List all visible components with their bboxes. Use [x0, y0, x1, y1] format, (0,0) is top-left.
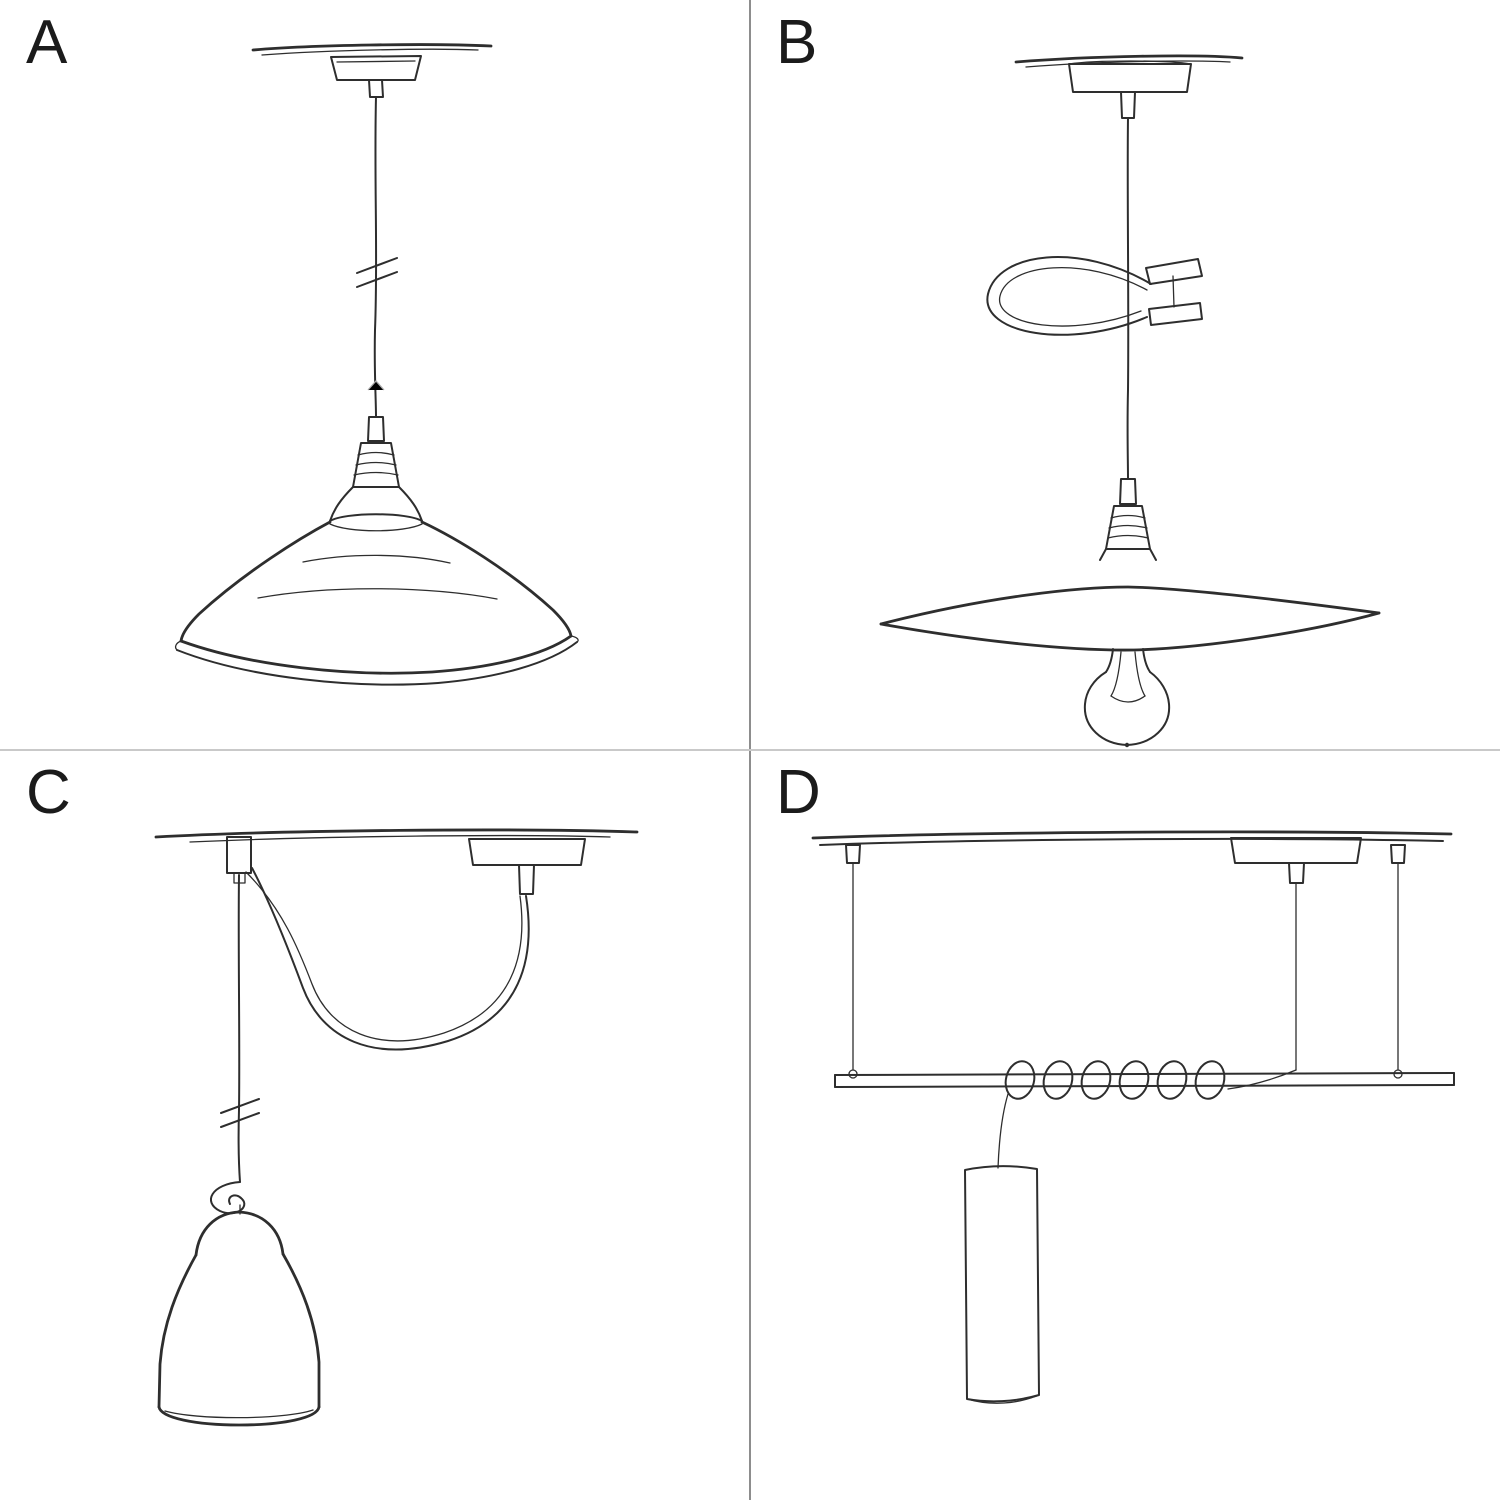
lamp-holder	[1099, 478, 1157, 561]
coiled-cable	[997, 1060, 1297, 1169]
panel-c-label: C	[26, 758, 72, 827]
pendant-cable	[1126, 117, 1130, 480]
pendant-cable	[220, 874, 260, 1183]
panel-a: A	[0, 0, 750, 750]
right-suspension-wire	[1390, 844, 1406, 1079]
bell-shade	[157, 1210, 321, 1427]
ceiling-canopy	[1230, 837, 1362, 1071]
swag-cable	[245, 867, 530, 1051]
pendant-with-bowl-shade-sketch	[174, 43, 579, 686]
ceiling-line	[251, 43, 493, 56]
swag-pendant-with-bell-shade-and-knot-sketch	[154, 828, 639, 1427]
clothespin-cable-loop	[986, 256, 1203, 336]
plate-shade	[879, 585, 1381, 652]
ceiling-rose	[468, 838, 586, 895]
lamp-holder	[329, 416, 423, 522]
left-suspension-wire	[845, 844, 861, 1079]
clothespin-clip	[1145, 258, 1203, 326]
horizontal-bar	[834, 1072, 1455, 1088]
cable-knot	[209, 1181, 246, 1215]
pendant-cable	[356, 96, 398, 418]
pendant-with-flat-plate-shade-and-bulb-sketch	[879, 54, 1381, 748]
panel-a-label: A	[26, 8, 69, 77]
cable-length-marks	[356, 257, 398, 288]
ceiling-canopy	[330, 55, 422, 98]
tube-shade	[964, 1165, 1040, 1404]
bowl-shade	[174, 513, 579, 686]
panel-c: C	[0, 750, 750, 1500]
light-bulb	[1083, 648, 1171, 748]
bar-suspension-with-coiled-cable-and-tube-shade-sketch	[811, 830, 1455, 1404]
panel-d-label: D	[776, 758, 822, 827]
panel-b: B	[750, 0, 1500, 750]
panel-b-label: B	[776, 8, 819, 77]
cable-length-marks	[220, 1098, 260, 1128]
panel-d: D	[750, 750, 1500, 1500]
ceiling-line	[154, 828, 639, 843]
horizontal-divider	[0, 749, 1500, 751]
ceiling-line	[811, 830, 1453, 846]
ceiling-canopy	[1068, 60, 1192, 119]
